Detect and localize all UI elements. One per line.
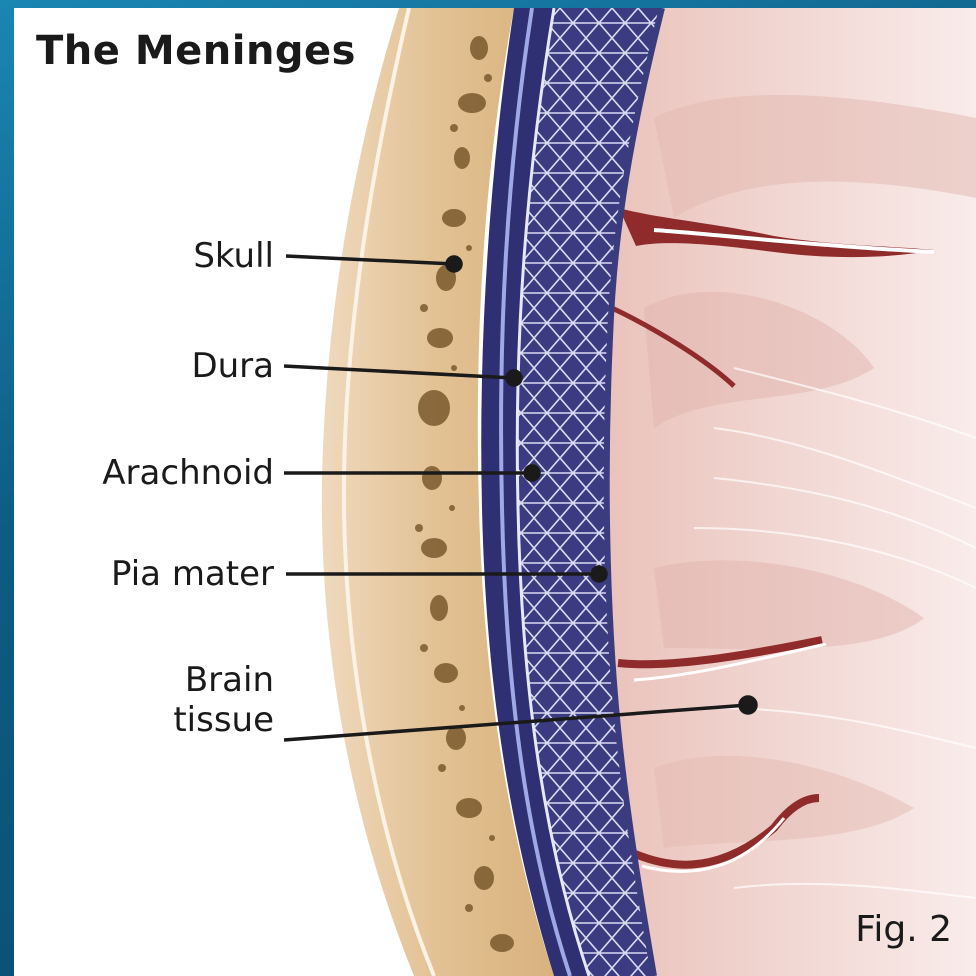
label-brain-tissue: Brain tissue bbox=[114, 660, 274, 740]
label-brain-line2: tissue bbox=[114, 700, 274, 740]
dura-leader-dot bbox=[507, 371, 521, 385]
diagram-title: The Meninges bbox=[36, 28, 356, 74]
label-brain-line1: Brain bbox=[114, 660, 274, 700]
arachnoid-leader-dot bbox=[525, 466, 539, 480]
figure-panel: The Meninges Skull Dura Arachnoid Pia ma… bbox=[14, 8, 976, 976]
pia-leader-dot bbox=[592, 567, 606, 581]
brain-leader-dot bbox=[740, 697, 756, 713]
skull-leader-dot bbox=[447, 257, 461, 271]
label-arachnoid: Arachnoid bbox=[54, 453, 274, 493]
brain-tissue-region bbox=[603, 8, 976, 976]
figure-caption: Fig. 2 bbox=[855, 909, 952, 950]
label-dura: Dura bbox=[114, 346, 274, 386]
label-skull: Skull bbox=[134, 236, 274, 276]
label-pia-mater: Pia mater bbox=[54, 554, 274, 594]
